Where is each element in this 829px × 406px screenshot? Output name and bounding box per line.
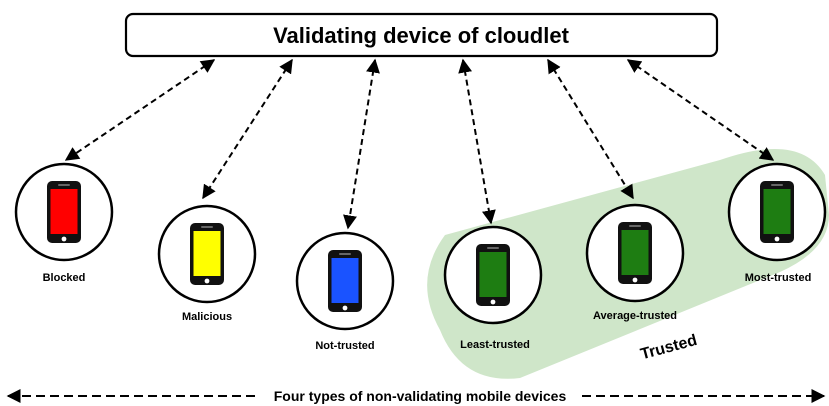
- footer-caption: Four types of non-validating mobile devi…: [274, 388, 567, 404]
- device-most-trusted: Most-trusted: [727, 162, 827, 284]
- smartphone-icon: [476, 244, 510, 306]
- phone-screen: [50, 189, 78, 234]
- arrow-average-trusted: [547, 58, 634, 200]
- arrow-blocked: [64, 59, 216, 161]
- phone-screen: [193, 231, 221, 276]
- device-least-trusted: Least-trusted: [443, 225, 543, 351]
- device-label: Not-trusted: [315, 340, 374, 352]
- smartphone-icon: [47, 181, 81, 243]
- arrow-malicious: [202, 58, 293, 200]
- device-blocked: Blocked: [14, 162, 114, 284]
- device-not-trusted: Not-trusted: [295, 231, 395, 352]
- arrow-least-trusted: [458, 58, 496, 225]
- smartphone-icon: [328, 250, 362, 312]
- arrow-not-trusted: [343, 58, 380, 230]
- validating-device-box: Validating device of cloudlet: [124, 12, 719, 58]
- smartphone-icon: [618, 222, 652, 284]
- phone-screen: [621, 230, 649, 275]
- device-malicious: Malicious: [157, 204, 257, 323]
- smartphone-icon: [190, 223, 224, 285]
- phone-screen: [763, 189, 791, 234]
- device-label: Malicious: [182, 311, 232, 323]
- phone-screen: [479, 252, 507, 297]
- connection-arrows: [64, 58, 775, 230]
- phone-screen: [331, 258, 359, 303]
- header-box: [124, 12, 719, 58]
- arrow-most-trusted: [626, 59, 775, 161]
- device-label: Blocked: [43, 272, 86, 284]
- trusted-label: Trusted: [639, 332, 699, 363]
- device-label: Average-trusted: [593, 310, 677, 322]
- header-title: Validating device of cloudlet: [273, 23, 570, 48]
- smartphone-icon: [760, 181, 794, 243]
- device-label: Least-trusted: [460, 339, 530, 351]
- footer: Four types of non-validating mobile devi…: [6, 388, 826, 404]
- device-average-trusted: Average-trusted: [585, 203, 685, 322]
- device-label: Most-trusted: [745, 272, 812, 284]
